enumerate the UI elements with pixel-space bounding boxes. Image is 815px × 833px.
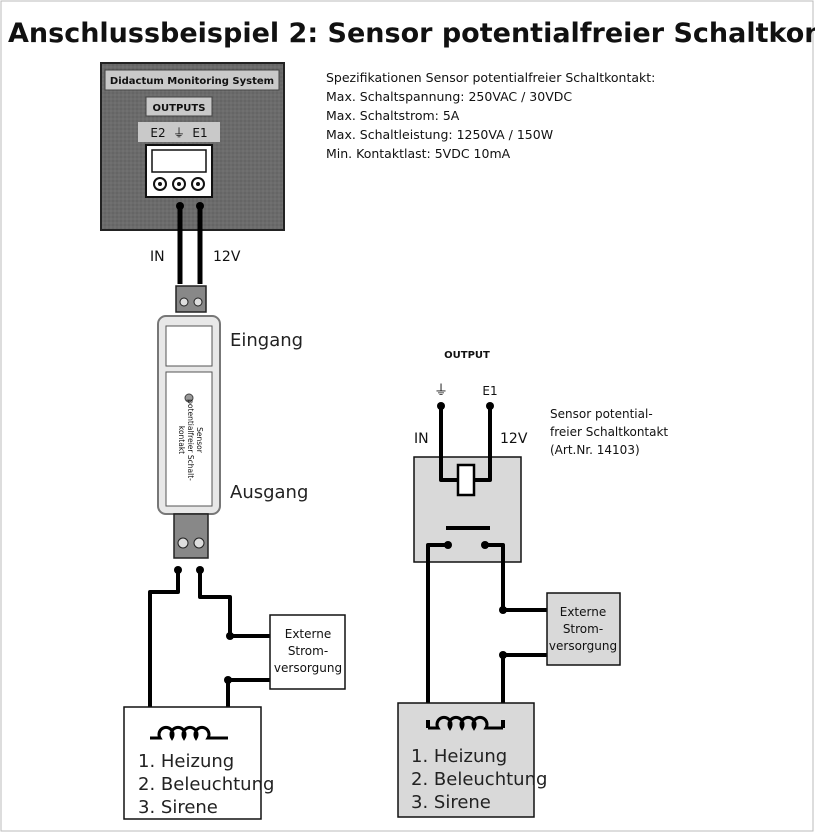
relay-wiring: [426, 402, 547, 720]
device-name-panel: [104, 69, 280, 91]
spec-heading: Spezifikationen Sensor potentialfreier S…: [326, 70, 655, 85]
device-name: Didactum Monitoring System: [110, 76, 274, 87]
load-item: 3. Sirene: [411, 792, 491, 813]
spec-line: Max. Schaltleistung: 1250VA / 150W: [326, 127, 553, 142]
load-item: 1. Heizung: [411, 746, 507, 767]
page-title: Anschlussbeispiel 2: Sensor potentialfre…: [8, 18, 815, 49]
specifications-block: Spezifikationen Sensor potentialfreier S…: [326, 70, 655, 161]
e1-label: E1: [482, 384, 497, 398]
load-box-right: [397, 702, 535, 818]
terminal-e1-label: E1: [192, 126, 207, 140]
load-item: 3. Sirene: [138, 797, 218, 818]
external-power-supply-right: [546, 592, 621, 666]
sensor-label-line: kontakt: [177, 426, 186, 454]
load-box-left: [123, 706, 262, 820]
output-label: OUTPUT: [444, 350, 490, 361]
spec-line: Max. Schaltstrom: 5A: [326, 108, 460, 123]
top-connector: [175, 285, 207, 313]
right-in-label: IN: [414, 431, 429, 447]
eingang-label: Eingang: [230, 330, 303, 351]
outputs-label: OUTPUTS: [153, 103, 206, 114]
sensor-label-line: potentialfreier Schalt-: [186, 399, 195, 481]
ausgang-label: Ausgang: [230, 482, 308, 503]
terminal-label-panel: [138, 122, 220, 142]
load-item: 2. Beleuchtung: [138, 774, 274, 795]
psu-label-line: Externe: [560, 605, 606, 619]
load-item: 2. Beleuchtung: [411, 769, 547, 790]
spec-line: Max. Schaltspannung: 250VAC / 30VDC: [326, 89, 572, 104]
coil-icon: [150, 725, 228, 741]
left-12v-label: 12V: [213, 249, 241, 265]
psu-label-line: Externe: [285, 627, 331, 641]
terminal-screws: [153, 177, 205, 191]
ground-icon: ⏚: [173, 126, 185, 140]
device-body: [100, 62, 285, 231]
psu-label-line: Strom-: [563, 622, 603, 636]
psu-label-line: Strom-: [288, 644, 328, 658]
sensor-module: Sensor potentialfreier Schalt- kontakt: [157, 285, 221, 559]
sensor-desc-line: Sensor potential-: [550, 407, 653, 421]
relay-coil-icon: [456, 463, 476, 497]
led-icon: [184, 393, 194, 403]
sensor-upper-window: [165, 325, 213, 367]
right-12v-label: 12V: [500, 431, 528, 447]
ground-icon: ⏚: [434, 383, 448, 399]
load-item: 1. Heizung: [138, 751, 234, 772]
outputs-panel: [145, 96, 213, 117]
left-cable: [176, 202, 204, 284]
terminal-window: [151, 149, 207, 173]
spec-line: Min. Kontaktlast: 5VDC 10mA: [326, 146, 511, 161]
sensor-desc-line: freier Schaltkontakt: [550, 425, 668, 439]
left-in-label: IN: [150, 249, 165, 265]
monitoring-device: Didactum Monitoring System OUTPUTS E2 ⏚ …: [100, 62, 285, 231]
bottom-connector: [173, 513, 209, 559]
psu-label-line: versorgung: [549, 639, 617, 653]
sensor-label-line: Sensor: [195, 427, 204, 454]
coil-icon: [426, 715, 505, 731]
terminal-e2-label: E2: [150, 126, 165, 140]
sensor-vertical-label: Sensor potentialfreier Schalt- kontakt: [177, 399, 204, 481]
sensor-desc-line: (Art.Nr. 14103): [550, 443, 640, 457]
external-power-supply-left: [269, 614, 346, 690]
psu-label-line: versorgung: [274, 661, 342, 675]
left-load-wiring: [148, 566, 270, 738]
